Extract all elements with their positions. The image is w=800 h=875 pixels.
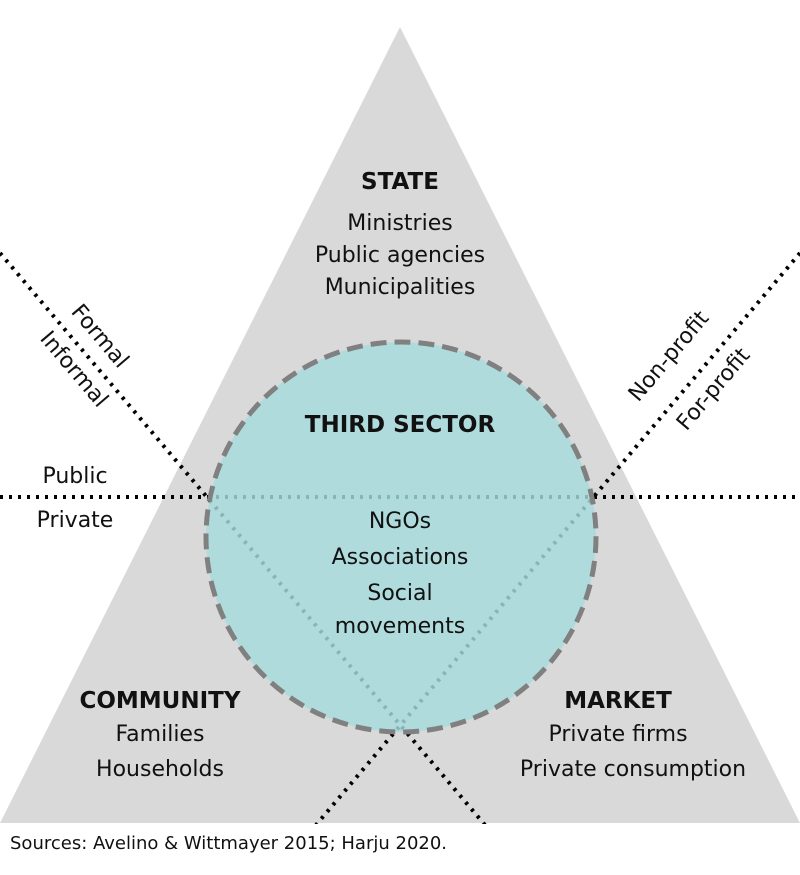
community-title: COMMUNITY (79, 688, 241, 714)
state-item: Municipalities (324, 275, 476, 300)
third-sector-item: movements (334, 614, 466, 639)
public-label: Public (42, 464, 108, 489)
third-sector-item: NGOs (368, 509, 432, 534)
state-item: Public agencies (314, 243, 486, 268)
market-item: Private consumption (519, 757, 747, 782)
third-sector-circle (203, 339, 599, 735)
private-label: Private (36, 508, 114, 533)
market-title: MARKET (564, 688, 672, 714)
market-item: Private firms (548, 722, 688, 747)
state-title: STATE (361, 169, 439, 195)
third-sector-item: Associations (331, 545, 469, 570)
third-sector-title: THIRD SECTOR (304, 412, 496, 438)
community-item: Families (115, 722, 205, 747)
community-item: Households (96, 757, 224, 782)
state-item: Ministries (347, 211, 453, 236)
source-caption: Sources: Avelino & Wittmayer 2015; Harju… (10, 833, 448, 854)
third-sector-item: Social (367, 581, 433, 606)
